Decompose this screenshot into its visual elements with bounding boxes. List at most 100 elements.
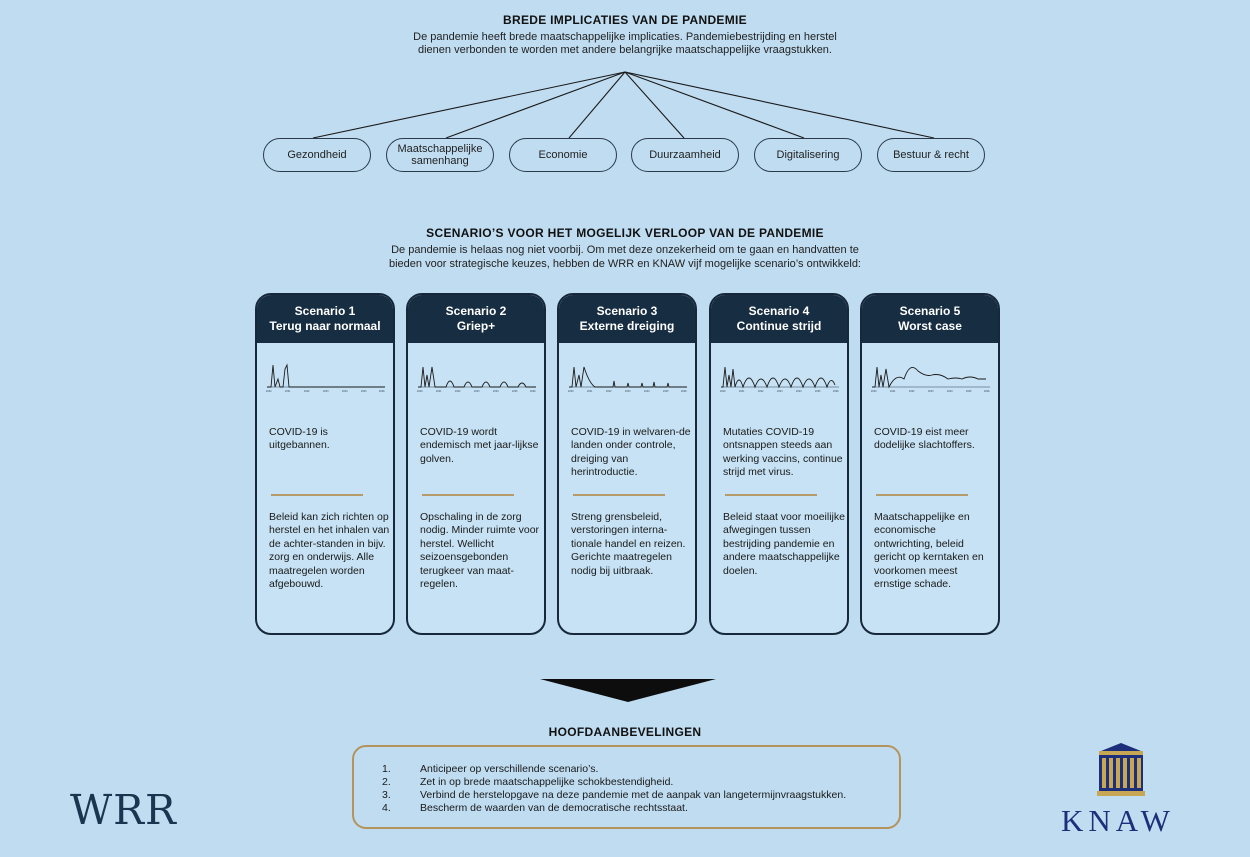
scenario-policy: Streng grensbeleid, verstoringen interna… — [571, 511, 686, 577]
gold-divider — [876, 494, 968, 496]
svg-text:2026: 2026 — [379, 390, 385, 393]
svg-text:2025: 2025 — [815, 390, 821, 393]
connector-samenhang — [445, 71, 626, 139]
svg-text:2023: 2023 — [777, 390, 783, 393]
svg-text:2021: 2021 — [739, 390, 745, 393]
scenario-3-curve: 2020 2021 2022 2023 2024 2025 2026 — [568, 366, 687, 393]
svg-text:2020: 2020 — [720, 390, 726, 393]
scenario-5-curve: 2020 2021 2022 2023 2024 2025 2026 — [871, 366, 990, 393]
recommendation-item: 3.Verbind de herstelopgave na deze pande… — [382, 789, 847, 801]
svg-text:2024: 2024 — [644, 390, 650, 393]
svg-text:2026: 2026 — [833, 390, 839, 393]
knaw-logo: KNAW — [1061, 803, 1175, 838]
svg-text:2022: 2022 — [909, 390, 915, 393]
pill-bestuur-recht: Bestuur & recht — [877, 138, 985, 172]
svg-text:2026: 2026 — [530, 390, 536, 393]
scenario-policy: Opschaling in de zorg nodig. Minder ruim… — [420, 511, 540, 591]
svg-text:2025: 2025 — [966, 390, 972, 393]
implications-intro-line2: dienen verbonden te worden met andere be… — [418, 44, 832, 56]
svg-text:2026: 2026 — [681, 390, 687, 393]
scenario-1-curve: 2020 2021 2022 2023 2024 2025 2026 — [266, 363, 385, 393]
svg-text:2021: 2021 — [587, 390, 593, 393]
scenario-number: Scenario 5 — [899, 304, 961, 318]
pill-economie: Economie — [509, 138, 617, 172]
recommendation-item: 1.Anticipeer op verschillende scenario’s… — [382, 763, 599, 775]
pill-duurzaamheid: Duurzaamheid — [631, 138, 739, 172]
scenario-name: Continue strijd — [736, 319, 822, 333]
svg-text:2025: 2025 — [361, 390, 367, 393]
scenario-policy: Maatschappelijke en economische ontwrich… — [874, 511, 984, 591]
svg-text:2026: 2026 — [984, 390, 990, 393]
pill-digitalisering: Digitalisering — [754, 138, 862, 172]
scenarios-intro-line2: bieden voor strategische keuzes, hebben … — [388, 258, 861, 270]
scenario-4-curve: 2020 2021 2022 2023 2024 2025 2026 — [720, 366, 839, 393]
scenario-situation: Mutaties COVID-19 ontsnappen steeds aan … — [723, 426, 843, 479]
scenarios-title: SCENARIO’S VOOR HET MOGELIJK VERLOOP VAN… — [426, 226, 824, 240]
connector-gezondheid — [312, 71, 626, 139]
connector-economie — [568, 71, 626, 139]
scenario-name: Externe dreiging — [579, 319, 675, 333]
svg-text:2024: 2024 — [947, 390, 953, 393]
recommendations-title: HOOFDAANBEVELINGEN — [548, 725, 702, 739]
svg-text:2021: 2021 — [890, 390, 896, 393]
wrr-logo: WRR — [70, 786, 177, 834]
scenario-card-header: Scenario 1 Terug naar normaal — [257, 295, 393, 343]
scenario-number: Scenario 1 — [294, 304, 356, 318]
connector-duurzaamheid — [624, 71, 685, 139]
gold-divider — [422, 494, 514, 496]
recommendation-item: 4.Bescherm de waarden van de democratisc… — [382, 802, 688, 814]
svg-text:2024: 2024 — [493, 390, 499, 393]
svg-text:2023: 2023 — [323, 390, 329, 393]
scenario-card-header: Scenario 3 Externe dreiging — [559, 295, 695, 343]
scenario-number: Scenario 3 — [596, 304, 658, 318]
scenario-situation: COVID-19 is uitgebannen. — [269, 426, 330, 452]
connector-lines — [312, 71, 935, 139]
scenario-number: Scenario 2 — [445, 304, 507, 318]
svg-text:2022: 2022 — [606, 390, 612, 393]
scenario-situation: COVID-19 in welvaren-de landen onder con… — [571, 426, 691, 479]
svg-text:2023: 2023 — [474, 390, 480, 393]
connector-digitalisering — [624, 71, 805, 139]
svg-text:2025: 2025 — [663, 390, 669, 393]
scenario-card-3: Scenario 3 Externe dreiging 2020 2021 2022… — [557, 293, 697, 635]
connector-bestuur — [624, 71, 935, 139]
svg-text:2022: 2022 — [758, 390, 764, 393]
svg-text:2022: 2022 — [304, 390, 310, 393]
scenario-name: Worst case — [898, 319, 962, 333]
svg-text:2023: 2023 — [625, 390, 631, 393]
svg-text:2024: 2024 — [796, 390, 802, 393]
svg-text:2021: 2021 — [285, 390, 291, 393]
pill-gezondheid: Gezondheid — [263, 138, 371, 172]
svg-text:2024: 2024 — [342, 390, 348, 393]
scenario-situation: COVID-19 wordt endemisch met jaar-lijkse… — [420, 426, 539, 465]
svg-text:2023: 2023 — [928, 390, 934, 393]
knaw-building-icon — [1097, 743, 1145, 796]
scenario-card-2: Scenario 2 Griep+ 2020 2021 2022 2023 2024 20… — [406, 293, 546, 635]
scenarios-intro-line1: De pandemie is helaas nog niet voorbij. … — [391, 244, 859, 256]
scenario-name: Griep+ — [456, 319, 496, 333]
scenario-card-header: Scenario 4 Continue strijd — [711, 295, 847, 343]
scenario-name: Terug naar normaal — [269, 319, 381, 333]
scenario-number: Scenario 4 — [748, 304, 810, 318]
svg-text:2020: 2020 — [417, 390, 423, 393]
scenario-card-header: Scenario 2 Griep+ — [408, 295, 544, 343]
recommendation-item: 2.Zet in op brede maatschappelijke schok… — [382, 776, 674, 788]
svg-text:2021: 2021 — [436, 390, 442, 393]
svg-text:2020: 2020 — [568, 390, 574, 393]
gold-divider — [573, 494, 665, 496]
svg-text:2020: 2020 — [266, 390, 272, 393]
svg-text:2022: 2022 — [455, 390, 461, 393]
scenario-situation: COVID-19 eist meer dodelijke slachtoffer… — [874, 426, 975, 452]
gold-divider — [725, 494, 817, 496]
svg-text:2020: 2020 — [871, 390, 877, 393]
gold-divider — [271, 494, 363, 496]
implications-intro-line1: De pandemie heeft brede maatschappelijke… — [413, 31, 837, 43]
scenario-card-header: Scenario 5 Worst case — [862, 295, 998, 343]
recommendations-box: 1.Anticipeer op verschillende scenario’s… — [352, 745, 901, 829]
scenario-policy: Beleid staat voor moeilijke afwegingen t… — [723, 511, 845, 577]
scenario-policy: Beleid kan zich richten op herstel en he… — [269, 511, 390, 591]
